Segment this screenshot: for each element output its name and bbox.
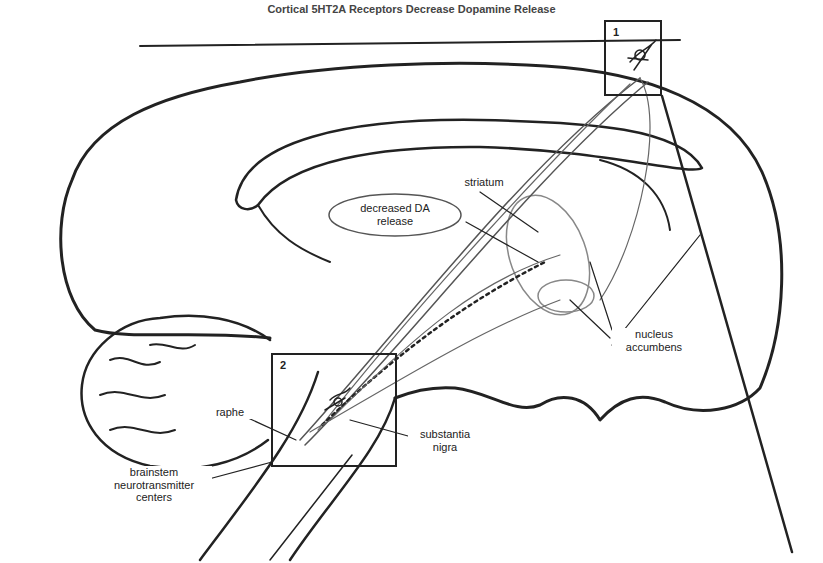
region-label: substantia nigra [408, 428, 482, 453]
callout-text: decreased DA release [355, 202, 435, 227]
region-label: brainstem neurotransmitter centers [96, 466, 212, 504]
callout-box: 2 [271, 353, 397, 467]
callout-number: 2 [280, 359, 388, 372]
ellipse-callout: decreased DA release [327, 192, 463, 238]
diagram-title: Cortical 5HT2A Receptors Decrease Dopami… [0, 3, 823, 15]
callout-number: 1 [613, 26, 653, 39]
region-label: striatum [452, 176, 516, 189]
region-label: nucleus accumbens [612, 328, 696, 353]
region-label: raphe [208, 406, 252, 419]
callout-box: 1 [604, 20, 662, 96]
